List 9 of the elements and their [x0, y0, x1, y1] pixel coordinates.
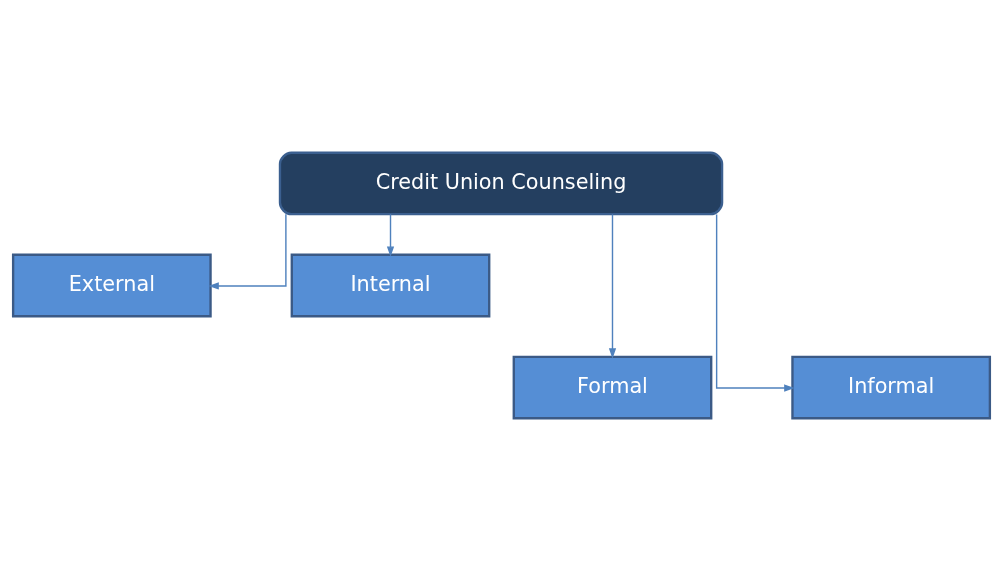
node-box: Formal — [512, 355, 713, 419]
node-box: Credit Union Counseling — [278, 151, 724, 215]
node-box: Internal — [290, 253, 491, 317]
arrow — [608, 213, 617, 359]
node-box: Informal — [791, 355, 992, 419]
arrow — [386, 213, 395, 257]
arrow — [715, 213, 795, 392]
node-box: External — [11, 253, 212, 317]
arrow — [208, 213, 287, 290]
